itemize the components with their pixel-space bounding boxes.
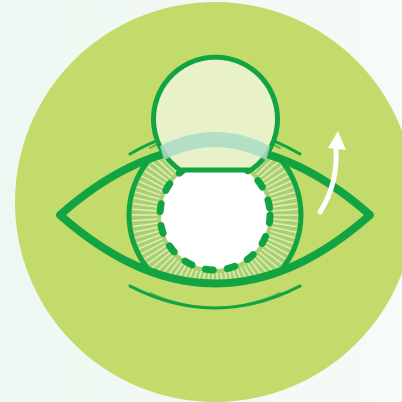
eye-with-contact-lens-icon (0, 0, 402, 402)
illustration-canvas (0, 0, 402, 402)
